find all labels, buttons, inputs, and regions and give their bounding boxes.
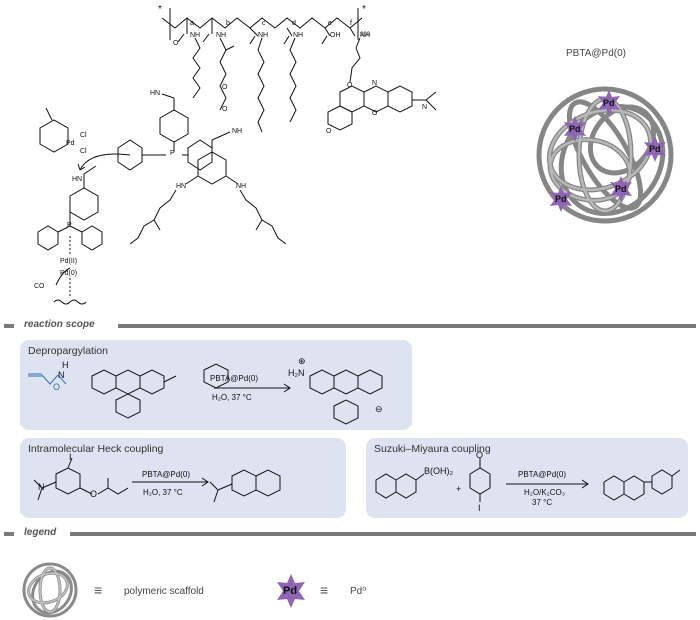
legend-equiv-1: ≡ (94, 582, 103, 598)
label-pd2: Pd(II) (60, 258, 78, 265)
suzuki-title: Suzuki–Miyaura coupling (374, 443, 491, 455)
label-n-dye1: N (372, 80, 378, 87)
label-nh-d: NH (293, 32, 304, 39)
polymer-end-left: * (158, 4, 162, 15)
suzuki-conditions-1: H₂O/K₂CO₃ (524, 488, 566, 497)
depropargylation-conditions: H₂O, 37 °C (212, 393, 252, 402)
suzuki-i-label: I (478, 503, 481, 513)
label-p-mid: P (170, 150, 175, 157)
label-hn-mid: HN (150, 90, 161, 97)
pd-star-label: Pd (555, 194, 567, 204)
polymer-end-right: * (362, 4, 366, 15)
pd-star-label: Pd (603, 98, 615, 108)
depropargylation-structures (28, 363, 383, 425)
suzuki-o-label: O (476, 450, 484, 460)
panel-depropargylation: Depropargylation (20, 340, 412, 430)
label-o-dye: O (372, 110, 378, 117)
label-o-b2: O (222, 106, 228, 113)
label-nh-f: NH (360, 32, 371, 39)
label-hn-left: HN (72, 176, 83, 183)
unit-letter-d: d (292, 20, 296, 27)
depropargylation-n-label: N (58, 370, 65, 380)
scaffold-title: PBTA@Pd(0) (566, 48, 626, 59)
polymer-structure (37, 8, 437, 305)
section-legend: legend (24, 527, 57, 538)
polymer-subscript: 200 (360, 32, 371, 38)
label-oh-e: OH (330, 32, 341, 39)
label-cl2: Cl (80, 148, 87, 155)
unit-letter-f: f (350, 20, 352, 27)
pd-star-5: Pd (548, 186, 574, 212)
heck-title: Intramolecular Heck coupling (28, 443, 164, 455)
suzuki-catalyst: PBTA@Pd(0) (518, 470, 566, 479)
label-nh-btm-r: NH (236, 183, 247, 190)
unit-letter-b: b (226, 20, 230, 27)
label-co: CO (34, 283, 45, 290)
depropargylation-title: Depropargylation (28, 345, 108, 357)
suzuki-conditions-2: 37 °C (532, 498, 553, 507)
legend-pd-label: Pd (283, 585, 298, 597)
heck-n-label: N (38, 482, 45, 492)
pd-star-label: Pd (615, 184, 627, 194)
panel-suzuki: Suzuki–Miyaura coupling (366, 438, 688, 518)
legend-pd0-label: Pd⁰ (350, 586, 367, 597)
label-nh-b: NH (216, 32, 227, 39)
suzuki-plus: + (456, 484, 462, 494)
section-bar-scope (118, 324, 696, 328)
pd-star-3: Pd (642, 136, 668, 162)
legend-pd-star: Pd (274, 574, 308, 608)
section-dash-legend (4, 532, 14, 536)
pd-star-2: Pd (562, 116, 588, 142)
pd-star-icon (550, 186, 572, 212)
legend-scaffold-label: polymeric scaffold (124, 586, 204, 597)
pd-star-icon (610, 176, 632, 202)
heck-i-label: I (69, 452, 72, 462)
label-p-left: P (67, 222, 72, 229)
label-o-b1: O (222, 84, 228, 91)
pd-star-1: Pd (596, 90, 622, 116)
heck-conditions: H₂O, 37 °C (143, 488, 183, 497)
legend-equiv-2: ≡ (320, 582, 329, 598)
pd-star-icon (644, 136, 666, 162)
pd-star-4: Pd (608, 176, 634, 202)
legend-scaffold-icon (22, 562, 78, 618)
label-o-dye2: O (326, 128, 332, 135)
label-nh-a: NH (190, 32, 201, 39)
depropargylation-plus: ⊕ (298, 356, 306, 366)
section-bar-legend (70, 532, 696, 536)
depropargylation-minus: ⊖ (375, 404, 383, 414)
pd-star-label: Pd (569, 124, 581, 134)
section-dash-scope (4, 324, 14, 328)
unit-letter-a: a (190, 20, 194, 27)
heck-catalyst: PBTA@Pd(0) (142, 470, 190, 479)
section-reaction-scope: reaction scope (24, 319, 95, 330)
suzuki-structures (375, 458, 681, 502)
pd-star-label: Pd (649, 144, 661, 154)
suzuki-boh2: B(OH)₂ (424, 466, 453, 476)
depropargylation-o-label: O (53, 382, 61, 392)
depropargylation-h2n: H₂N (288, 368, 305, 378)
label-hn-btm-l: HN (176, 183, 187, 190)
label-o-f: O (347, 82, 353, 89)
unit-letter-e: e (328, 20, 332, 27)
label-nh-c: NH (258, 32, 269, 39)
depropargylation-h-label: H (62, 360, 69, 370)
label-o-a: O (173, 40, 179, 47)
label-nh-btm: NH (232, 128, 243, 135)
label-n-dye2: N (422, 104, 428, 111)
heck-structures (33, 457, 281, 503)
heck-o-label: O (90, 489, 98, 499)
pd-star-icon (564, 116, 586, 142)
pd-star-icon (277, 574, 305, 608)
unit-letter-c: c (262, 20, 266, 27)
pd-star-icon (598, 90, 620, 116)
depropargylation-catalyst: PBTA@Pd(0) (210, 374, 258, 383)
label-pd-cl: Pd (66, 140, 75, 147)
panel-heck: Intramolecular Heck coupling (20, 438, 346, 518)
label-pd0: Pd(0) (60, 270, 78, 277)
label-cl1: Cl (80, 132, 87, 139)
